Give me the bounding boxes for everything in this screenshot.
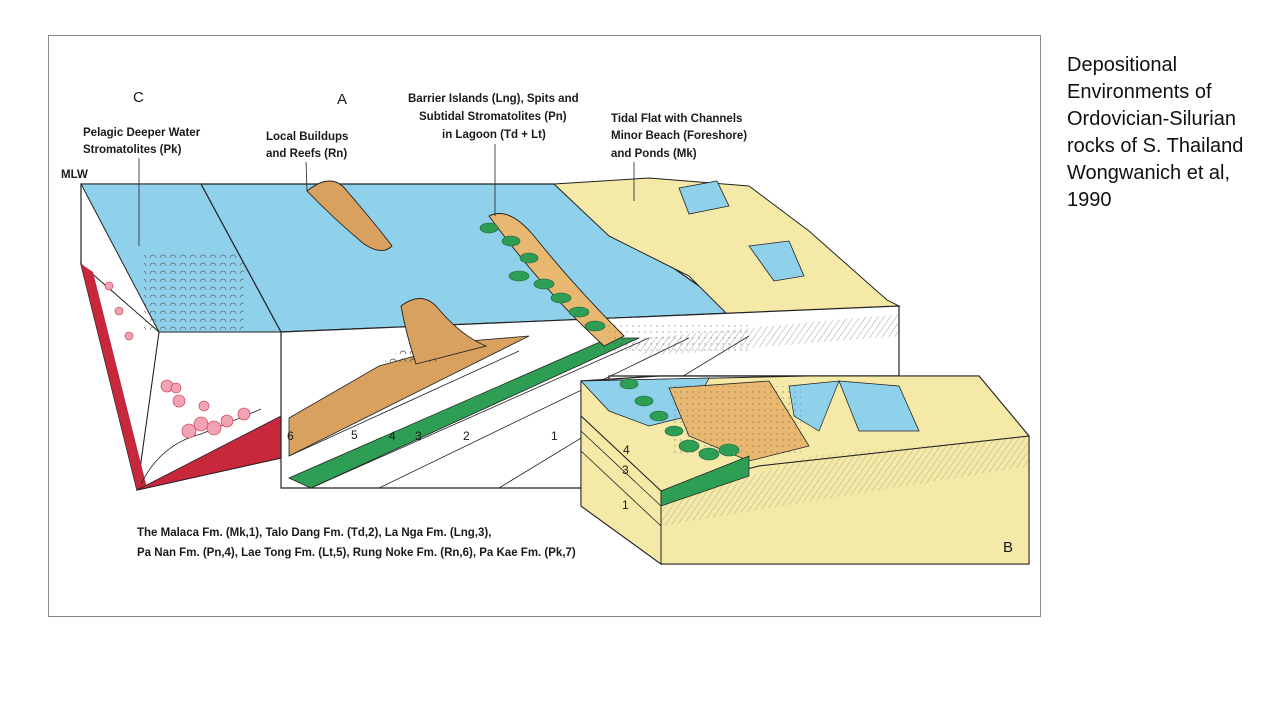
stratum-number-b-3: 3 [622,463,629,477]
panel-c-block [80,183,282,491]
panel-b-block [580,375,1030,565]
stratum-number-2: 2 [463,429,470,443]
stratum-number-6: 6 [287,429,294,443]
label-tidal-line-3: and Ponds (Mk) [611,148,697,160]
strata-numbers-b: 4 3 1 [622,443,630,512]
stratum-number-4: 4 [389,429,396,443]
panel-letter-a: A [337,91,347,108]
stratum-number-5: 5 [351,428,358,442]
caption-line: 1990 [1067,189,1112,211]
label-pelagic-line-2: Stromatolites (Pk) [83,144,182,156]
label-barrier-line-3: in Lagoon (Td + Lt) [442,129,546,141]
formation-legend: The Malaca Fm. (Mk,1), Talo Dang Fm. (Td… [137,527,576,559]
legend-line-2: Pa Nan Fm. (Pn,4), Lae Tong Fm. (Lt,5), … [137,547,576,559]
panel-letter-b: B [1003,539,1013,556]
label-pelagic: Pelagic Deeper Water Stromatolites (Pk) [83,127,201,156]
leader-lines [138,144,635,246]
caption-line: Wongwanich et al, [1067,162,1231,184]
label-tidal: Tidal Flat with Channels Minor Beach (Fo… [611,113,747,160]
stratum-number-3: 3 [415,429,422,443]
panel-letters: C A B [133,89,1013,556]
label-buildups: Local Buildups and Reefs (Rn) [266,131,348,160]
panel-a-block [199,177,901,489]
stratum-number-b-4: 4 [623,443,630,457]
mlw-label: MLW [61,169,88,181]
caption-line: Depositional [1067,54,1178,76]
block-diagram: C A B MLW Pelagic Deeper Water Stromatol… [61,89,1030,565]
stratum-number-1: 1 [551,429,558,443]
panel-letter-c: C [133,89,144,106]
caption-line: rocks of S. Thailand [1067,135,1244,157]
label-barrier-line-2: Subtidal Stromatolites (Pn) [419,111,567,123]
label-buildups-line-2: and Reefs (Rn) [266,148,347,160]
label-buildups-line-1: Local Buildups [266,131,348,143]
caption-line: Ordovician-Silurian [1067,108,1236,130]
caption-line: Environments of [1067,81,1212,103]
legend-line-1: The Malaca Fm. (Mk,1), Talo Dang Fm. (Td… [137,527,491,539]
label-tidal-line-2: Minor Beach (Foreshore) [611,130,747,142]
stratum-number-b-1: 1 [622,498,629,512]
label-barrier-line-1: Barrier Islands (Lng), Spits and [408,93,579,105]
label-tidal-line-1: Tidal Flat with Channels [611,113,742,125]
figure-frame: C A B MLW Pelagic Deeper Water Stromatol… [48,35,1041,617]
label-pelagic-line-1: Pelagic Deeper Water [83,127,201,139]
figure-caption: Depositional Environments of Ordovician-… [1067,52,1272,214]
label-barrier: Barrier Islands (Lng), Spits and Subtida… [408,93,579,141]
strata-numbers-a: 6 5 4 3 2 1 [287,428,558,443]
